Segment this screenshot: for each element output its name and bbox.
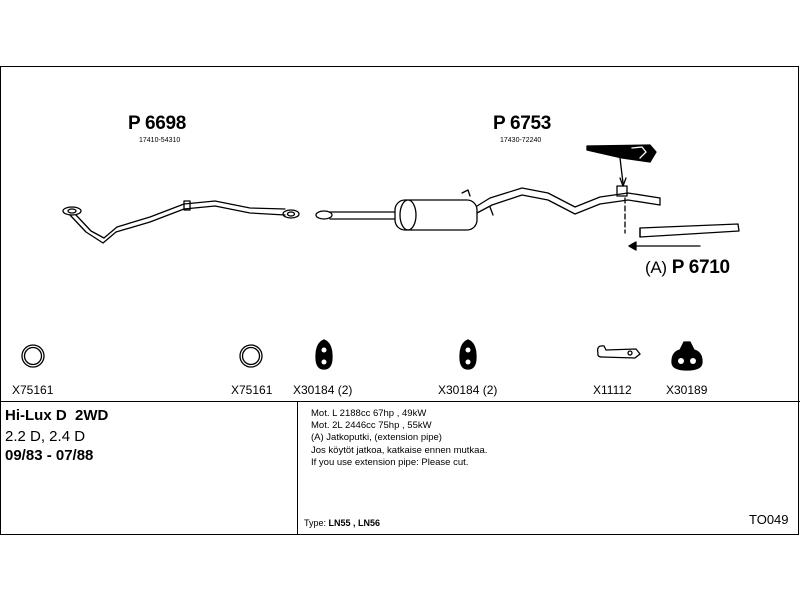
catalog-code: TO049 xyxy=(749,512,789,527)
front-pipe-part-number: P 6698 xyxy=(128,113,187,134)
rubber-hanger-icon xyxy=(459,339,477,370)
rear-silencer-part-number: P 6753 xyxy=(493,113,552,134)
rubber-hanger-icon xyxy=(315,339,333,370)
rubber-mount-icon xyxy=(671,341,703,371)
type-value: LN55 , LN56 xyxy=(328,518,381,528)
gasket-ring-icon xyxy=(239,344,263,368)
fitting-code: X75161 xyxy=(231,383,273,397)
vehicle-engines: 2.2 D, 2.4 D xyxy=(5,428,86,445)
fitting-code: X75161 xyxy=(12,383,54,397)
info-divider xyxy=(297,401,298,535)
extension-pipe-part-number: (A) P 6710 xyxy=(645,257,730,279)
front-pipe-oem-number: 17410-54310 xyxy=(139,137,181,144)
note-line: Jos köytöt jatkoa, katkaise ennen mutkaa… xyxy=(311,444,488,456)
fitting-code: X30184 (2) xyxy=(293,383,353,397)
note-line: Mot. L 2188cc 67hp , 49kW xyxy=(311,408,427,419)
section-divider xyxy=(0,401,800,402)
clamp-bracket-icon xyxy=(596,345,641,359)
extension-pipe-number: P 6710 xyxy=(671,257,730,278)
fitment-notes: Mot. L 2188cc 67hp , 49kW Mot. 2L 2446cc… xyxy=(311,408,487,469)
fitting-code: X30184 (2) xyxy=(438,383,498,397)
vehicle-years: 09/83 - 07/88 xyxy=(5,447,94,464)
fitting-code: X11112 xyxy=(593,383,632,397)
extension-pipe-drawing xyxy=(628,223,740,251)
fitting-code: X30189 xyxy=(666,383,708,397)
note-line: If you use extension pipe: Please cut. xyxy=(311,456,469,468)
note-line: (A) Jatkoputki, (extension pipe) xyxy=(311,432,442,444)
note-line: Mot. 2L 2446cc 75hp , 55kW xyxy=(311,420,432,432)
hanger-bracket-drawing xyxy=(586,144,657,234)
vehicle-model: Hi-Lux D 2WD xyxy=(5,407,109,424)
gasket-ring-icon xyxy=(21,344,45,368)
type-label: Type: xyxy=(304,518,327,528)
front-pipe-drawing xyxy=(62,200,300,244)
rear-silencer-drawing xyxy=(315,185,661,231)
vehicle-type: Type: LN55 , LN56 xyxy=(304,518,380,528)
extension-pipe-prefix: (A) xyxy=(645,258,667,277)
diagram-frame xyxy=(0,66,799,535)
rear-silencer-oem-number: 17430-72240 xyxy=(500,137,542,144)
